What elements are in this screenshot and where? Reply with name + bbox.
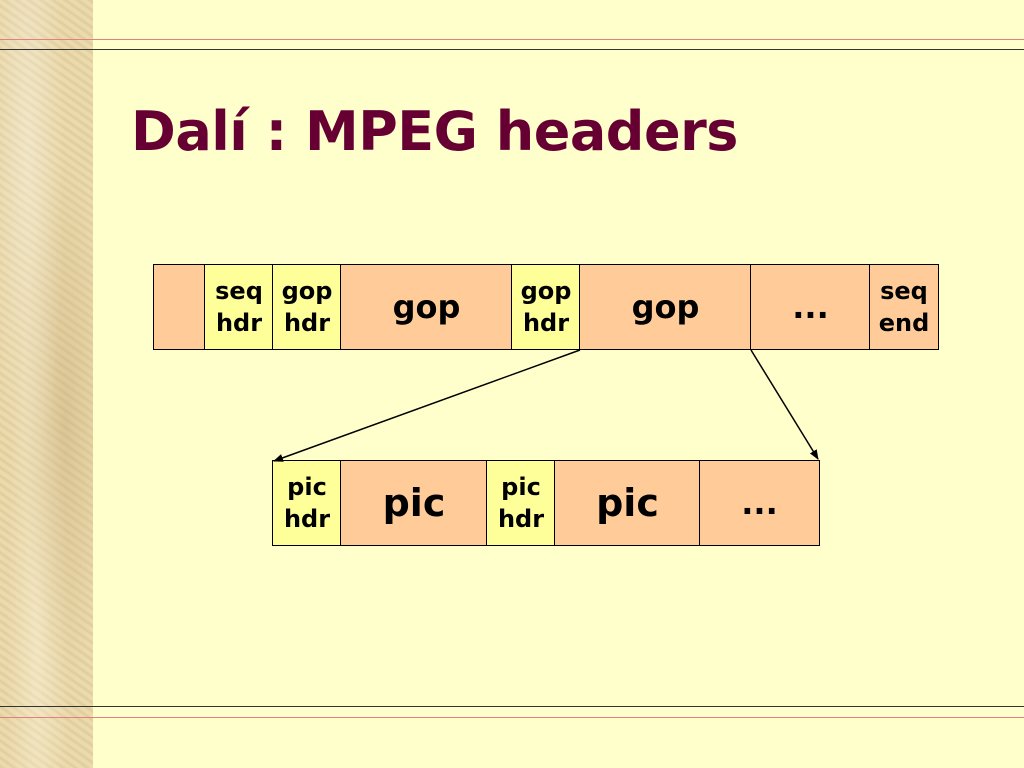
seq-end-cell: seq end: [869, 264, 939, 350]
gop-cell-2: gop: [579, 264, 752, 350]
gop-hdr-cell-2: gop hdr: [511, 264, 581, 350]
gop-hdr-cell-1: gop hdr: [272, 264, 342, 350]
pic-hdr-cell-1: pic hdr: [272, 460, 342, 546]
seq-hdr-cell: seq hdr: [204, 264, 274, 350]
bottom-red-rule: [0, 717, 1024, 718]
bottom-dark-rule: [0, 706, 1024, 707]
pic-hdr-cell-2: pic hdr: [486, 460, 556, 546]
top-dark-rule: [0, 49, 1024, 50]
gop-ellipsis-cell: ...: [699, 460, 820, 546]
top-red-rule: [0, 39, 1024, 40]
pic-cell-1: pic: [340, 460, 488, 546]
arrow-to-gop-start: [273, 349, 581, 462]
textured-left-strip: [0, 0, 93, 768]
pic-cell-2: pic: [554, 460, 701, 546]
arrow-to-gop-end: [750, 349, 819, 460]
slide-title: Dalí : MPEG headers: [131, 100, 738, 163]
sequence-ellipsis-cell: ...: [750, 264, 871, 350]
